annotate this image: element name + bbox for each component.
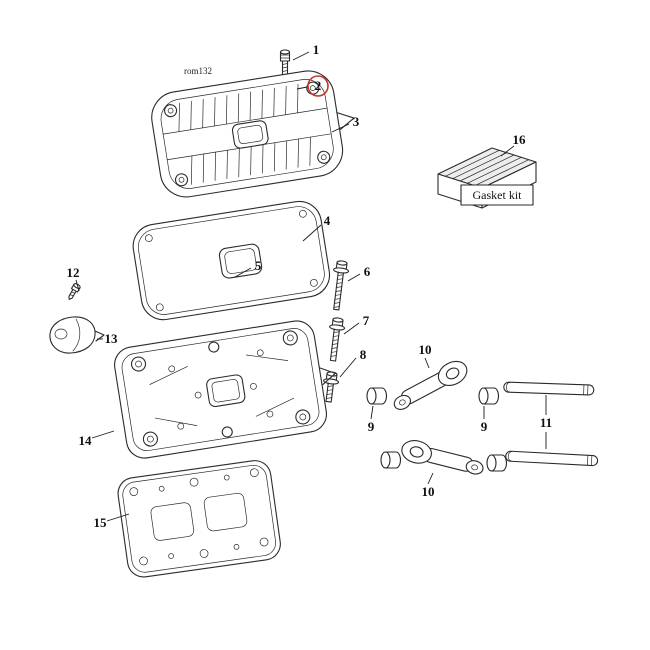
leader-6 <box>347 273 361 282</box>
part-10-rocker-arm-drawing <box>401 440 484 475</box>
gasket-kit-label-plate <box>460 184 534 206</box>
leader-8 <box>339 357 357 378</box>
leader-4 <box>302 224 322 242</box>
part-9-spacer-drawing <box>486 454 508 472</box>
part-9-spacer-drawing <box>478 387 500 405</box>
leader-15 <box>106 513 130 522</box>
part-15-base-gasket-drawing <box>117 460 281 578</box>
highlight-circle-part-2 <box>307 75 329 97</box>
callout-2[interactable]: 2 <box>315 78 322 93</box>
callout-10-bottom[interactable]: 10 <box>422 484 435 499</box>
callout-8[interactable]: 8 <box>360 347 367 362</box>
callout-6[interactable]: 6 <box>364 264 371 279</box>
leader-12 <box>75 279 80 292</box>
leader-5 <box>234 267 252 278</box>
leader-10-bottom <box>427 472 434 485</box>
callout-7[interactable]: 7 <box>363 313 370 328</box>
leader-7 <box>343 322 360 335</box>
gasket-kit-label: Gasket kit <box>473 188 523 202</box>
callout-9-right[interactable]: 9 <box>481 419 488 434</box>
callout-4[interactable]: 4 <box>324 213 331 228</box>
part-9-spacer-drawing <box>366 387 388 405</box>
callout-5[interactable]: 5 <box>255 258 262 273</box>
leader-14 <box>91 430 115 439</box>
watermark-text: rom132 <box>184 66 212 76</box>
part-10-rocker-arm-drawing <box>393 360 468 410</box>
part-12-screw-drawing <box>68 283 81 300</box>
callout-9-left[interactable]: 9 <box>368 419 375 434</box>
part-5-inner-gasket-drawing <box>218 243 263 279</box>
part-11-shaft-drawing <box>505 450 599 467</box>
part-13-breather-drawing <box>49 316 105 354</box>
callout-12[interactable]: 12 <box>67 265 80 280</box>
leader-lines <box>75 51 547 522</box>
leader-3 <box>331 123 350 133</box>
callout-13[interactable]: 13 <box>105 331 119 346</box>
part-4-cover-gasket-drawing <box>132 200 331 321</box>
callout-1[interactable]: 1 <box>313 42 320 57</box>
leader-9-left <box>370 405 374 420</box>
callout-14[interactable]: 14 <box>79 433 93 448</box>
leader-10-top <box>424 357 430 369</box>
callout-labels: 1 2 3 4 5 6 7 8 9 9 10 10 11 12 13 14 15… <box>67 42 553 530</box>
part-7-bolt-drawing <box>329 317 346 362</box>
callout-10-top[interactable]: 10 <box>419 342 432 357</box>
part-3-rocker-cover-drawing <box>151 70 355 198</box>
part-6-bolt-drawing <box>333 260 350 311</box>
part-14-rocker-housing-drawing <box>114 320 336 459</box>
part-16-gasket-kit-drawing: Gasket kit <box>437 147 537 209</box>
callout-15[interactable]: 15 <box>94 515 108 530</box>
leader-16 <box>500 145 515 157</box>
callout-11[interactable]: 11 <box>540 415 552 430</box>
callout-16[interactable]: 16 <box>513 132 527 147</box>
part-9-spacer-drawing <box>380 451 402 469</box>
part-11-shaft-drawing <box>503 381 595 396</box>
callout-3[interactable]: 3 <box>353 114 360 129</box>
leader-1 <box>292 51 310 61</box>
leader-2 <box>296 86 308 90</box>
